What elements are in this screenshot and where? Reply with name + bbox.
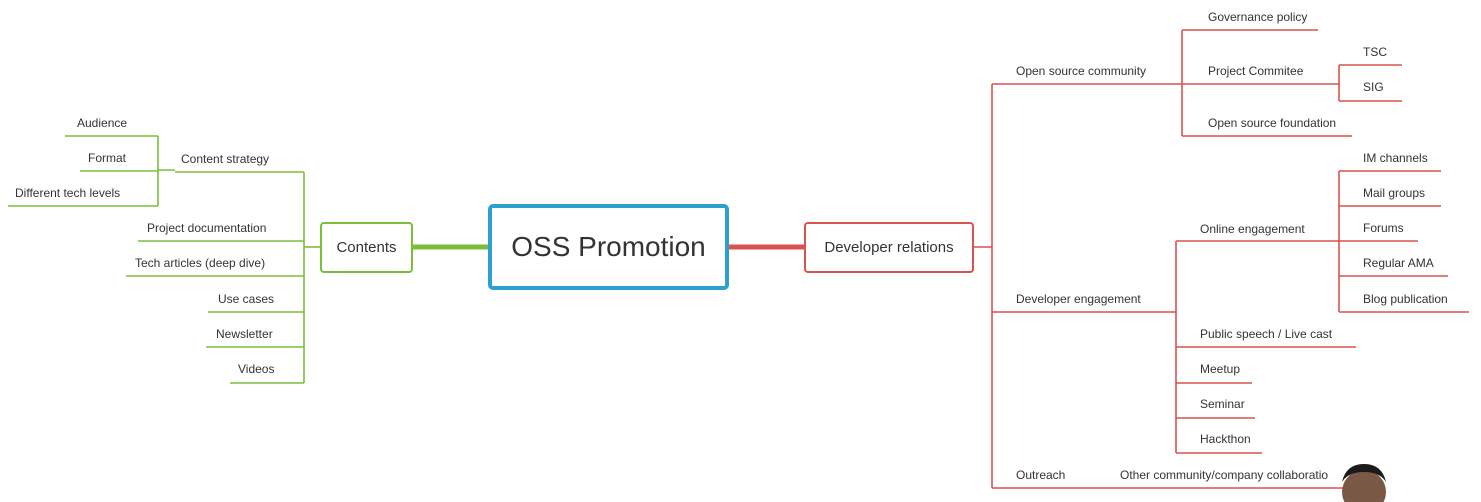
meetup-node[interactable]: Meetup [1200, 362, 1241, 376]
root-node[interactable]: OSS Promotion [488, 204, 729, 290]
tsc-node[interactable]: TSC [1363, 45, 1387, 59]
open-source-community-node[interactable]: Open source community [1016, 64, 1147, 78]
developer-engagement-node[interactable]: Developer engagement [1016, 292, 1141, 306]
developer-relations-node[interactable]: Developer relations [804, 222, 974, 273]
seminar-node[interactable]: Seminar [1200, 397, 1245, 411]
content-strategy-node[interactable]: Content strategy [181, 152, 270, 166]
sig-node[interactable]: SIG [1363, 80, 1384, 94]
different-tech-levels-node[interactable]: Different tech levels [15, 186, 121, 200]
regular-ama-node[interactable]: Regular AMA [1363, 256, 1434, 270]
hackthon-node[interactable]: Hackthon [1200, 432, 1251, 446]
tech-articles-node[interactable]: Tech articles (deep dive) [135, 256, 266, 270]
governance-policy-node[interactable]: Governance policy [1208, 10, 1308, 24]
online-engagement-node[interactable]: Online engagement [1200, 222, 1305, 236]
im-channels-node[interactable]: IM channels [1363, 151, 1428, 165]
project-documentation-node[interactable]: Project documentation [147, 221, 267, 235]
audience-node[interactable]: Audience [77, 116, 128, 130]
project-committee-node[interactable]: Project Commitee [1208, 64, 1304, 78]
use-cases-node[interactable]: Use cases [218, 292, 275, 306]
contents-node[interactable]: Contents [320, 222, 413, 273]
forums-node[interactable]: Forums [1363, 221, 1404, 235]
mail-groups-node[interactable]: Mail groups [1363, 186, 1426, 200]
presenter-video-overlay [1342, 464, 1386, 502]
red-branches [974, 29, 1469, 489]
format-node[interactable]: Format [88, 151, 127, 165]
blog-publication-node[interactable]: Blog publication [1363, 292, 1448, 306]
videos-node[interactable]: Videos [238, 362, 275, 376]
open-source-foundation-node[interactable]: Open source foundation [1208, 116, 1337, 130]
green-branches [8, 135, 320, 384]
collaboration-node[interactable]: Other community/company collaboratio [1120, 468, 1329, 482]
newsletter-node[interactable]: Newsletter [216, 327, 273, 341]
outreach-node[interactable]: Outreach [1016, 468, 1066, 482]
public-speech-node[interactable]: Public speech / Live cast [1200, 327, 1333, 341]
